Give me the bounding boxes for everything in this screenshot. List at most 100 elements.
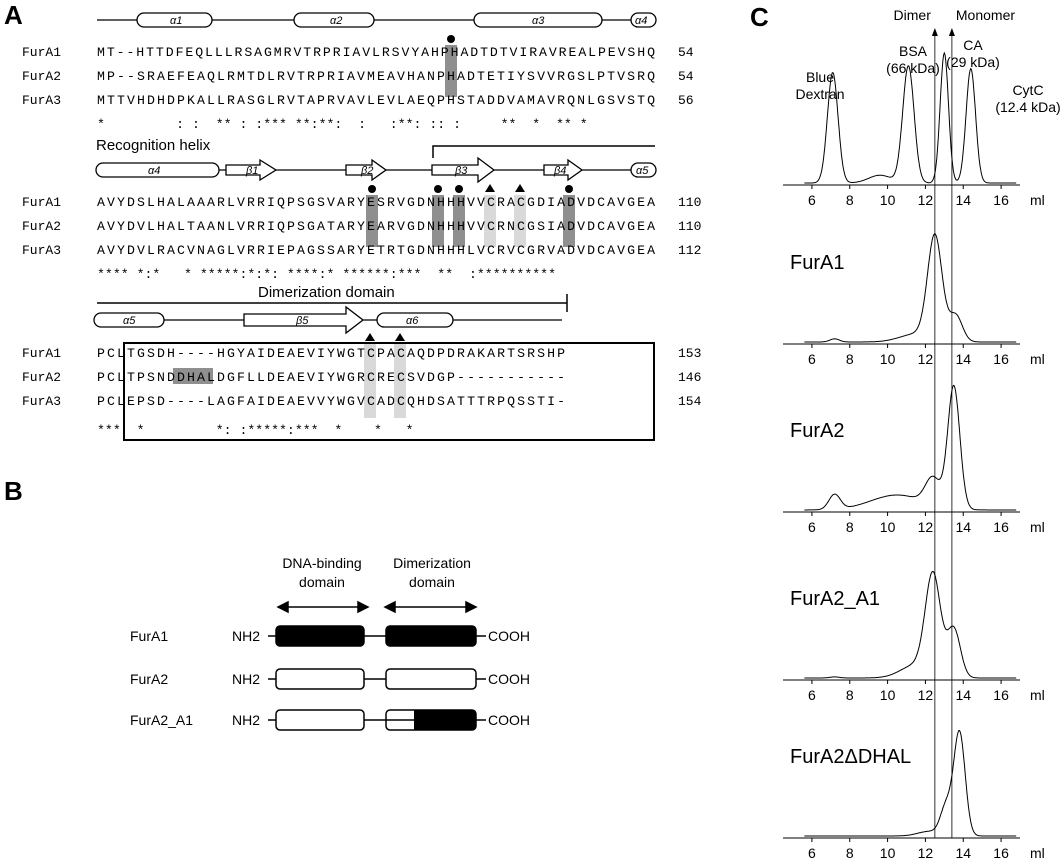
seq-num: 154 xyxy=(678,394,702,409)
recognition-bracket xyxy=(432,145,655,158)
alignment-block1: FurA1 MT--HTTDFEQLLLRSAGMRVTRPRIAVLRSVYA… xyxy=(22,45,694,132)
construct-furA2-A1: FurA2_A1 NH2 COOH xyxy=(130,709,530,731)
ss-alpha4-b: α4 xyxy=(148,165,160,177)
n-terminus: NH2 xyxy=(232,712,260,728)
x-tick-label: 16 xyxy=(993,192,1009,208)
x-axis-unit: ml xyxy=(1030,687,1045,703)
seq: MP--SRAEFEAQLRMTDLRVTRPRIAVMEAVHANPHADTE… xyxy=(97,69,655,84)
ss-alpha5-a: α5 xyxy=(636,165,649,177)
ss-alpha5-b: α5 xyxy=(123,315,136,327)
seq-name: FurA1 xyxy=(22,45,61,60)
trace-line xyxy=(804,384,1017,511)
x-tick-label: 12 xyxy=(918,351,934,367)
domain-headers: DNA-binding domain Dimerization domain xyxy=(276,555,478,614)
dimerization-domain-label: Dimerization domain xyxy=(258,284,395,301)
seq-num: 112 xyxy=(678,243,701,258)
seq-num: 54 xyxy=(678,45,694,60)
seq: PCLEPSD----LAGFAIDEAEVVYWGVCADCQHDSATTTR… xyxy=(97,394,565,409)
panel-label-c: C xyxy=(750,2,769,32)
ss-track-block3 xyxy=(93,305,562,335)
standard-label-mass: (29 kDa) xyxy=(946,54,1000,70)
x-tick-label: 6 xyxy=(808,687,816,703)
x-tick-label: 16 xyxy=(993,351,1009,367)
trace-line xyxy=(804,233,1017,343)
construct-furA2: FurA2 NH2 COOH xyxy=(130,668,530,690)
x-tick-label: 8 xyxy=(846,687,854,703)
ss-alpha4-a: α4 xyxy=(635,15,647,27)
x-tick-label: 6 xyxy=(808,351,816,367)
x-axis-unit: ml xyxy=(1030,351,1045,367)
marker-arrow-dimer xyxy=(931,28,938,36)
ss-beta4: β4 xyxy=(553,165,566,177)
trace-line xyxy=(804,51,1017,184)
ss-alpha1: α1 xyxy=(170,15,182,27)
seq-name: FurA2 xyxy=(22,219,61,234)
construct-name: FurA2_A1 xyxy=(130,712,193,728)
x-tick-label: 12 xyxy=(918,845,934,858)
x-tick-label: 16 xyxy=(993,845,1009,858)
seq-num: 110 xyxy=(678,195,701,210)
standard-label-mass: (66 kDa) xyxy=(886,60,940,76)
trace-title: FurA2_A1 xyxy=(790,588,880,610)
x-tick-label: 10 xyxy=(880,519,896,535)
conservation-line: *** * *: :*****:*** * * * xyxy=(97,423,414,438)
standard-label: Blue xyxy=(806,69,834,85)
x-tick-label: 14 xyxy=(955,519,971,535)
x-tick-label: 12 xyxy=(918,192,934,208)
x-tick-label: 8 xyxy=(846,845,854,858)
highlight-his xyxy=(445,45,457,97)
ss-beta5: β5 xyxy=(295,315,309,327)
ss-beta1: β1 xyxy=(245,165,258,177)
x-axis-unit: ml xyxy=(1030,192,1045,208)
ss-alpha6: α6 xyxy=(406,315,419,327)
dimerization-bracket xyxy=(97,294,568,312)
recognition-helix-label: Recognition helix xyxy=(96,137,211,154)
seq-num: 110 xyxy=(678,219,701,234)
ss-track-block2 xyxy=(95,156,657,184)
construct-name: FurA1 xyxy=(130,628,168,644)
x-tick-label: 14 xyxy=(955,192,971,208)
seq-name: FurA2 xyxy=(22,370,61,385)
marker-label-monomer: Monomer xyxy=(956,7,1015,23)
dimerization-header-2: domain xyxy=(409,574,455,590)
x-tick-label: 10 xyxy=(880,845,896,858)
x-tick-label: 14 xyxy=(955,687,971,703)
trace-title: FurA1 xyxy=(790,252,844,274)
seq-num: 153 xyxy=(678,346,701,361)
seq-name: FurA2 xyxy=(22,69,61,84)
seq-name: FurA3 xyxy=(22,394,61,409)
conservation-line: **** *:* * *****:*:*: ****:* ******:*** … xyxy=(97,267,556,282)
c-terminus: COOH xyxy=(488,628,530,644)
x-tick-label: 12 xyxy=(918,687,934,703)
x-tick-label: 6 xyxy=(808,519,816,535)
x-tick-label: 8 xyxy=(846,192,854,208)
construct-furA1: FurA1 NH2 COOH xyxy=(130,625,530,647)
alignment-block3: FurA1 PCLTGSDH----HGYAIDEAEVIYWGTCPACAQD… xyxy=(22,346,702,438)
ss-alpha2: α2 xyxy=(330,15,342,27)
highlights-block3 xyxy=(123,333,655,441)
seq-name: FurA1 xyxy=(22,346,61,361)
dna-binding-header-2: domain xyxy=(299,574,345,590)
x-tick-label: 8 xyxy=(846,351,854,367)
standard-label: CytC xyxy=(1012,82,1043,98)
x-tick-label: 8 xyxy=(846,519,854,535)
seq-name: FurA3 xyxy=(22,93,61,108)
ss-beta2: β2 xyxy=(360,165,373,177)
x-tick-label: 6 xyxy=(808,845,816,858)
metal-site-dot xyxy=(447,35,455,43)
seq-num: 54 xyxy=(678,69,694,84)
construct-name: FurA2 xyxy=(130,671,168,687)
seq: PCLTPSNDDHALDGFLLDEAEVIYWGRCRECSVDGP----… xyxy=(97,370,565,385)
x-tick-label: 12 xyxy=(918,519,934,535)
seq-num: 56 xyxy=(678,93,694,108)
marker-label-dimer: Dimer xyxy=(894,7,932,23)
seq-name: FurA3 xyxy=(22,243,61,258)
ss-beta3: β3 xyxy=(454,165,468,177)
x-axis-unit: ml xyxy=(1030,845,1045,858)
seq: MTTVHDHDPKALLRASGLRVTAPRVAVLEVLAEQPHSTAD… xyxy=(97,93,655,108)
marker-arrow-monomer xyxy=(948,28,955,36)
trace-title: FurA2ΔDHAL xyxy=(790,746,911,768)
x-tick-label: 10 xyxy=(880,351,896,367)
n-terminus: NH2 xyxy=(232,628,260,644)
